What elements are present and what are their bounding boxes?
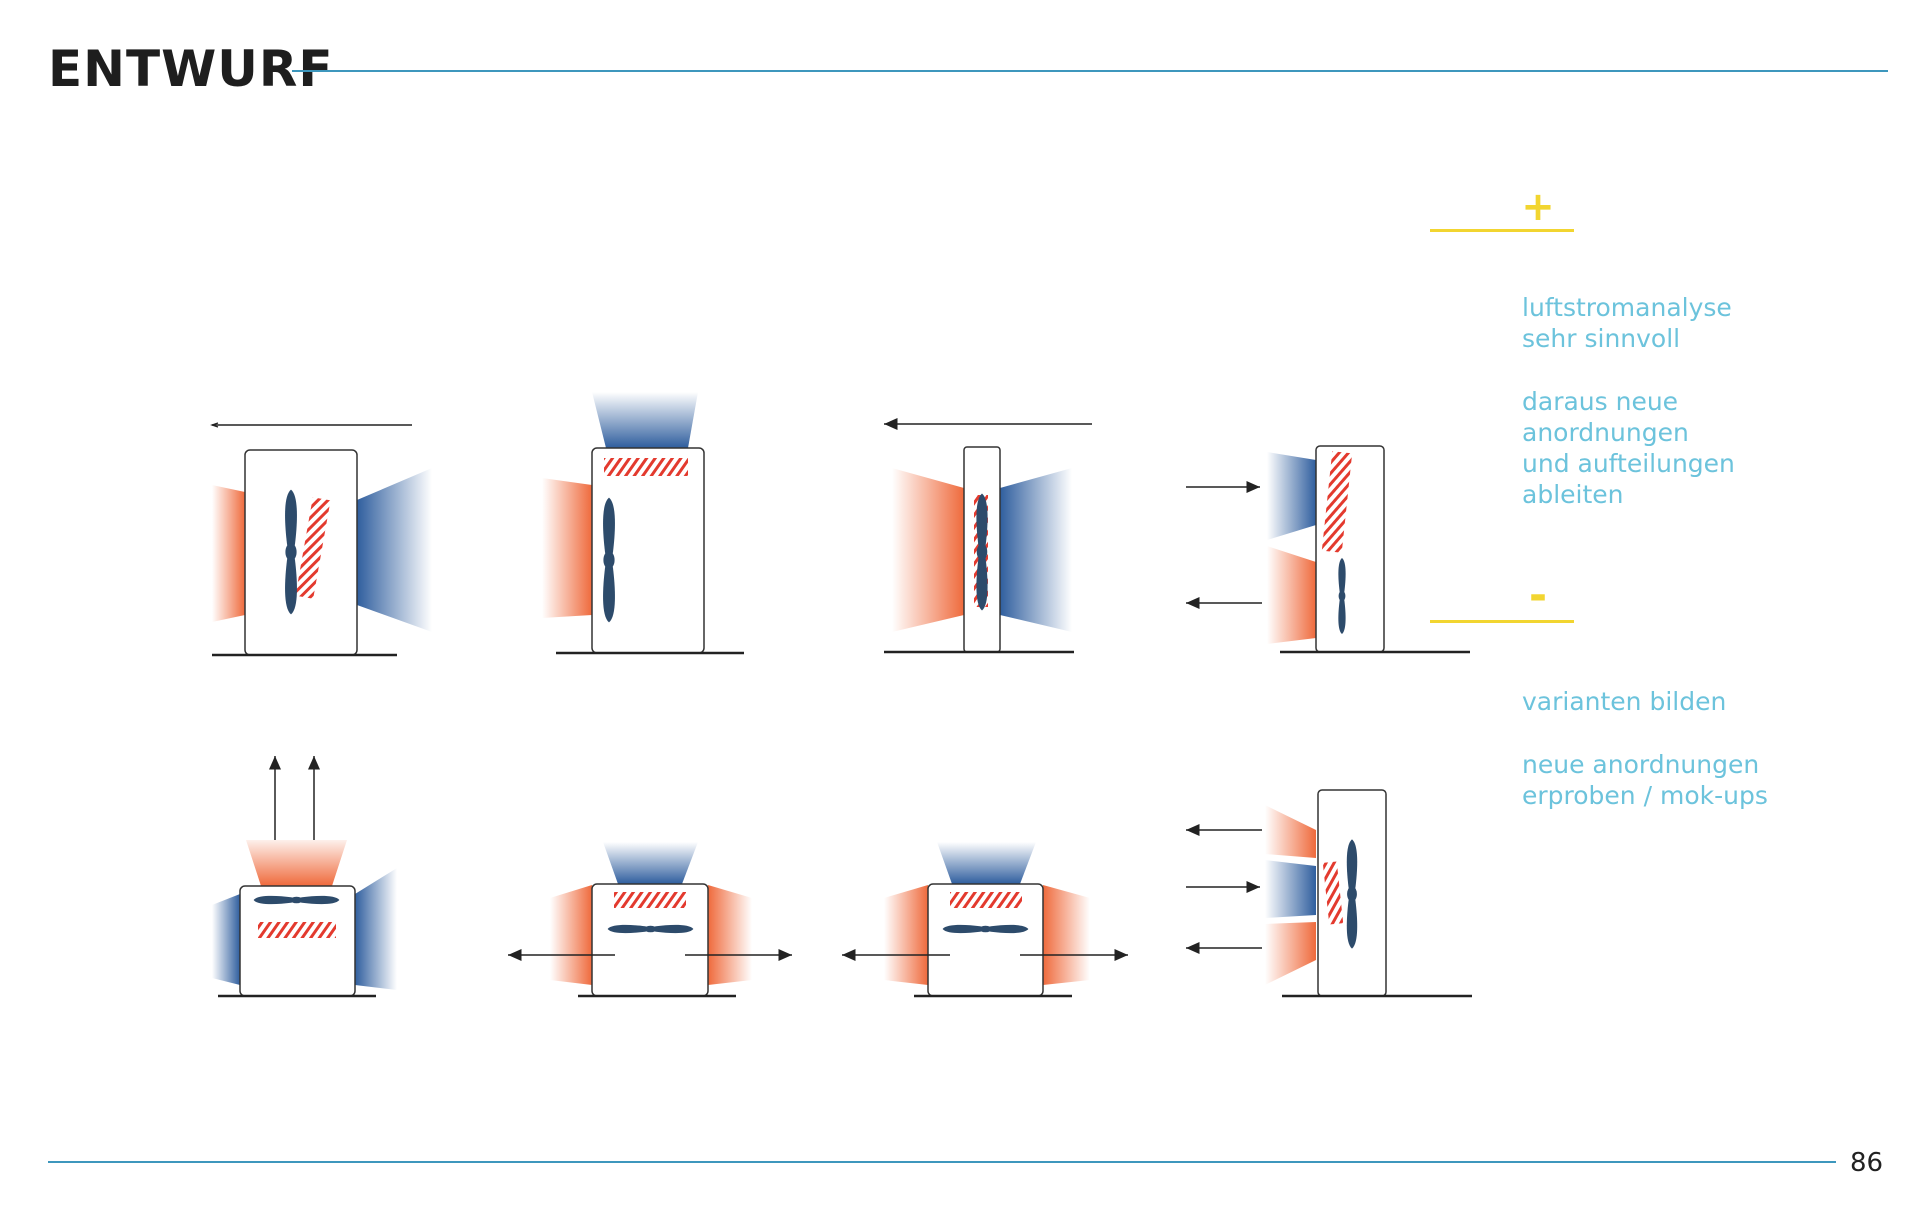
plus-note: luftstromanalyse sehr sinnvoll [1522,293,1732,353]
cool-air-zone [212,894,240,985]
heater-element [295,497,331,599]
device-housing [244,449,358,656]
heater-element [614,892,686,908]
warm-air-zone [1043,885,1090,985]
warm-air-zone [1265,922,1316,985]
warm-air-zone [542,478,592,618]
heater-element [258,922,336,938]
warm-air-zone [550,885,592,985]
variant-6 [508,842,792,998]
warm-air-zone [1267,546,1316,644]
variant-4 [1186,445,1470,654]
cool-air-zone [592,392,698,448]
footer-divider [48,1161,1836,1163]
variant-3 [884,418,1092,654]
variant-5 [212,756,397,998]
minus-note: neue anordnungen erproben / mok-ups [1522,750,1768,810]
variant-1 [210,422,432,657]
variant-8 [1186,789,1472,998]
fan-blade [285,489,297,615]
page-title: ENTWURF [48,40,334,98]
fan-blade [607,924,694,934]
cool-air-zone [1267,452,1316,540]
heater-element [1321,451,1353,553]
warm-air-zone [1265,805,1316,858]
fan-blade [976,493,988,611]
warm-air-zone [246,840,347,886]
minus-note: varianten bilden [1522,687,1727,716]
fan-blade [1346,839,1358,949]
cool-air-zone [1000,468,1072,632]
variant-2 [542,392,744,655]
fan-blade [1338,557,1346,635]
page-number: 86 [1850,1148,1884,1178]
title-divider [292,70,1888,72]
fan-blade [253,895,340,905]
heater-element [604,458,688,476]
plus-divider [1430,229,1574,232]
minus-divider [1430,620,1574,623]
plus-note: daraus neue anordnungen und aufteilungen… [1522,387,1735,509]
minus-sign: - [1528,570,1548,621]
variant-7 [842,842,1128,998]
heater-element [1322,861,1344,925]
warm-air-zone [892,468,964,632]
cool-air-zone [1265,860,1316,918]
cool-air-zone [603,842,698,884]
heater-element [950,892,1022,908]
fan-blade [603,497,615,623]
warm-air-zone [884,885,928,985]
fan-blade [942,924,1029,934]
warm-air-zone [212,485,245,622]
plus-sign: + [1521,184,1555,230]
cool-air-zone [357,468,432,632]
cool-air-zone [937,842,1036,884]
warm-air-zone [708,885,752,985]
cool-air-zone [355,868,397,990]
